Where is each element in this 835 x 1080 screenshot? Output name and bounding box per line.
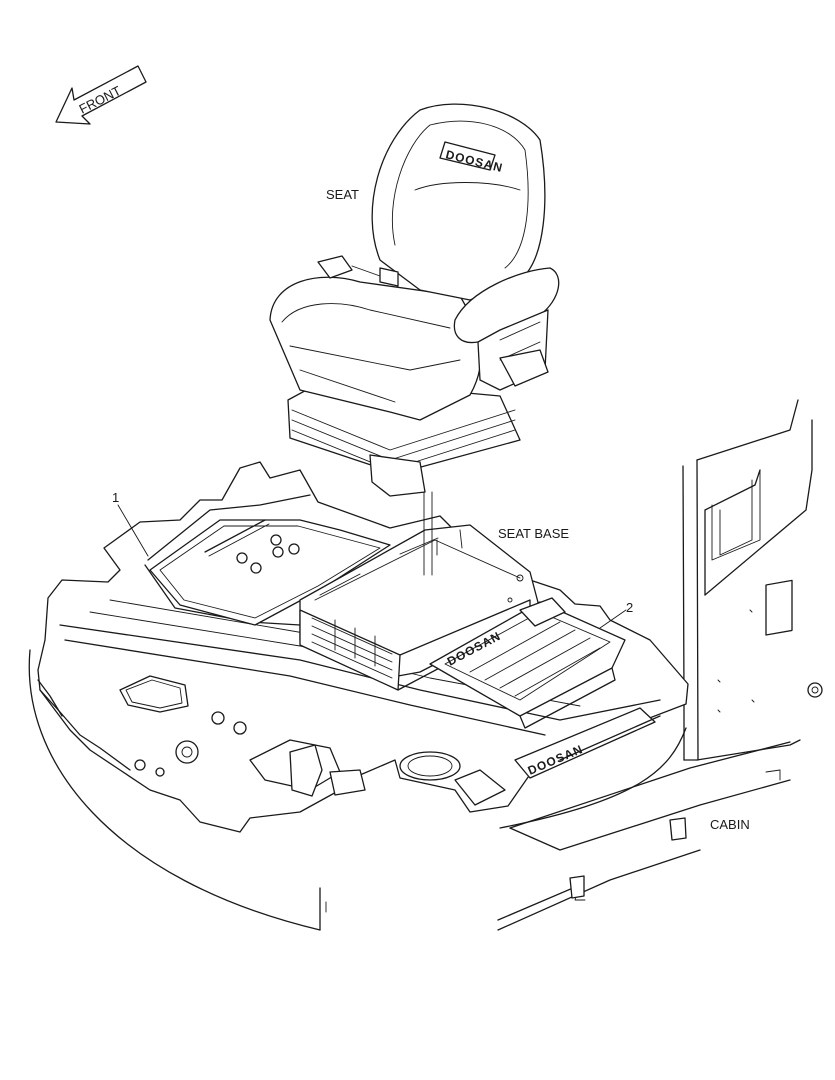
seat-base-label: SEAT BASE <box>498 526 569 541</box>
floor-boundary <box>28 649 687 931</box>
cabin-structure <box>497 399 823 931</box>
leader-lines <box>117 491 627 629</box>
cabin-label: CABIN <box>710 817 750 832</box>
seat-label: SEAT <box>326 187 359 202</box>
callout-1: 1 <box>112 490 119 505</box>
callout-2: 2 <box>626 600 633 615</box>
front-arrow: FRONT <box>55 65 147 125</box>
seat: DOOSAN <box>269 103 560 497</box>
